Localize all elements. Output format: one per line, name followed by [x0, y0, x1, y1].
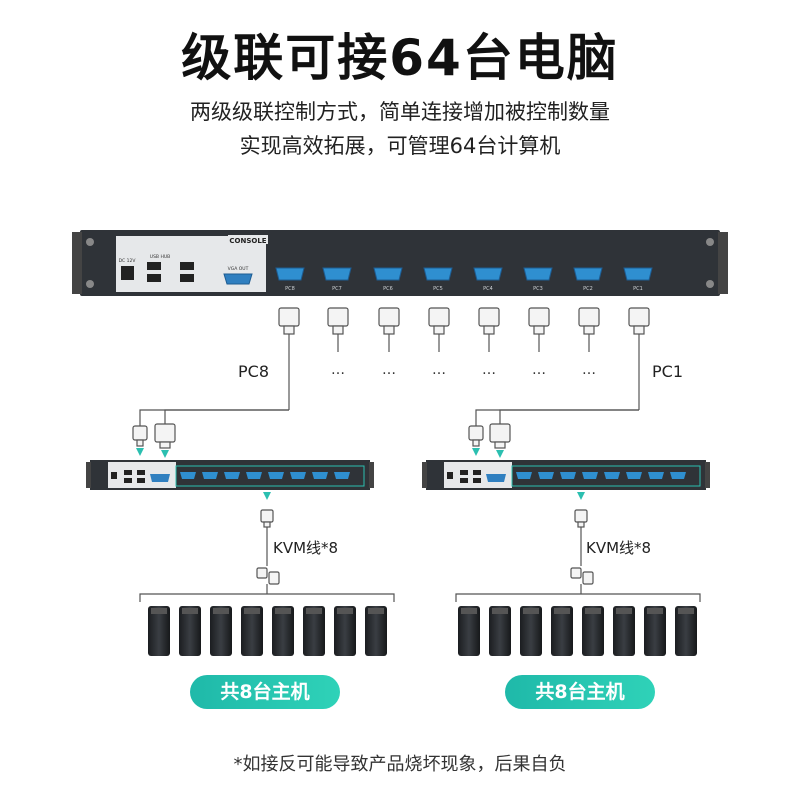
host-tower-icon [551, 606, 573, 656]
usb-connector-icon [132, 425, 148, 447]
kvm-cable-label: KVM线*8 [273, 539, 338, 557]
host-tower-icon [241, 606, 263, 656]
vga-connector-icon [428, 307, 450, 352]
arrow-down-icon [496, 450, 504, 458]
vga-connector-icon [628, 307, 650, 410]
usb-connector-icon [468, 425, 484, 447]
vga-port [373, 267, 403, 281]
footnote: *如接反可能导致产品烧坏现象，后果自负 [233, 754, 567, 775]
port-label: PC4 [483, 286, 493, 292]
ellipsis-mark: … [582, 362, 596, 378]
vga-connector-icon [154, 423, 176, 449]
subtitle-line-1: 两级级联控制方式，简单连接增加被控制数量 [190, 100, 610, 124]
usb-port [147, 274, 161, 282]
vga-port [573, 267, 603, 281]
right-host-row [458, 606, 697, 656]
vga-port [275, 267, 305, 281]
vga-port [473, 267, 503, 281]
usb-port [147, 262, 161, 270]
port-label: PC8 [285, 286, 295, 292]
right-cascade-group: KVM线*8 [422, 423, 710, 656]
vga-connector-icon [327, 307, 349, 352]
vga-connector-icon [378, 307, 400, 352]
dc-label: DC 12V [119, 258, 137, 264]
dc-jack [121, 266, 134, 280]
ellipsis-mark: … [382, 362, 396, 378]
console-label: CONSOLE [229, 237, 266, 245]
page-title: 级联可接64台电脑 [181, 29, 619, 87]
usb-port [180, 262, 194, 270]
cascade-cables [139, 409, 639, 426]
vga-connector-icon [260, 509, 274, 528]
kvm-cable-end-icon [570, 567, 594, 585]
ellipsis-mark: … [331, 362, 345, 378]
vga-port [623, 267, 653, 281]
host-tower-icon [303, 606, 325, 656]
host-tower-icon [675, 606, 697, 656]
host-tower-icon [613, 606, 635, 656]
vga-connector-icon [489, 423, 511, 449]
port-label: PC7 [332, 286, 342, 292]
port-label: PC3 [533, 286, 543, 292]
ellipsis-mark: … [532, 362, 546, 378]
left-cascade-group: KVM线*8 [86, 423, 395, 656]
vga-connector-icon [278, 307, 300, 410]
vga-connector-icon [478, 307, 500, 352]
right-host-group-badge: 共8台主机 [505, 675, 655, 709]
host-tower-icon [520, 606, 542, 656]
right-sub-kvm-switch [422, 460, 710, 490]
host-tower-icon [179, 606, 201, 656]
ellipsis-mark: … [482, 362, 496, 378]
kvm-cable-end-icon [256, 567, 280, 585]
host-tower-icon [334, 606, 356, 656]
usb-port [180, 274, 194, 282]
vga-port [322, 267, 352, 281]
host-tower-icon [148, 606, 170, 656]
vga-connector-icon [574, 509, 588, 528]
main-kvm-switch: CONSOLE DC 12V USB HUB VGA OUT PC8 PC7 P… [72, 230, 728, 296]
usb-hub-label: USB HUB [150, 254, 170, 260]
right-link-label: PC1 [652, 362, 683, 381]
arrow-down-icon [136, 448, 144, 456]
vga-connector-icon [528, 307, 550, 352]
arrow-down-icon [577, 492, 585, 500]
vga-out-port [223, 273, 253, 285]
port-label: PC2 [583, 286, 593, 292]
host-tower-icon [210, 606, 232, 656]
left-host-row [148, 606, 387, 656]
vga-connectors-row [278, 307, 650, 410]
host-tower-icon [644, 606, 666, 656]
port-label: PC1 [633, 286, 643, 292]
port-label: PC6 [383, 286, 393, 292]
port-label: PC5 [433, 286, 443, 292]
vga-port [423, 267, 453, 281]
vga-connector-icon [578, 307, 600, 352]
left-sub-kvm-switch [86, 460, 374, 490]
left-host-group-badge: 共8台主机 [190, 675, 340, 709]
host-tower-icon [458, 606, 480, 656]
arrow-down-icon [263, 492, 271, 500]
arrow-down-icon [472, 448, 480, 456]
ellipsis-mark: … [432, 362, 446, 378]
kvm-cable-label: KVM线*8 [586, 539, 651, 557]
host-tower-icon [489, 606, 511, 656]
vga-port [523, 267, 553, 281]
arrow-down-icon [161, 450, 169, 458]
host-tower-icon [365, 606, 387, 656]
host-tower-icon [272, 606, 294, 656]
left-link-label: PC8 [238, 362, 269, 381]
vga-out-label: VGA OUT [228, 266, 249, 272]
subtitle-line-2: 实现高效拓展，可管理64台计算机 [239, 134, 561, 158]
host-tower-icon [582, 606, 604, 656]
main-vga-ports [275, 267, 653, 281]
